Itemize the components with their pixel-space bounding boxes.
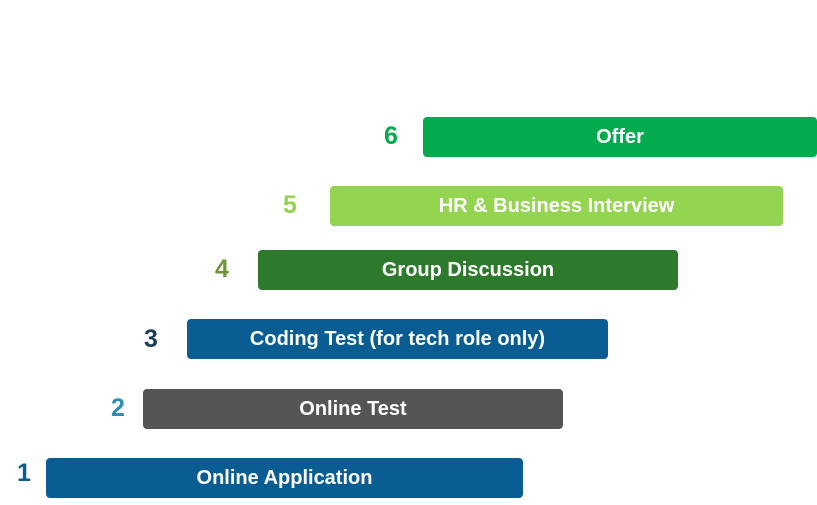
step-3-number: 3 <box>144 325 158 353</box>
step-2-number: 2 <box>111 394 125 422</box>
step-3-coding-test-bar: Coding Test (for tech role only) <box>187 319 608 359</box>
step-6-number: 6 <box>384 122 398 150</box>
step-1-number: 1 <box>17 459 31 487</box>
step-2-online-test-bar: Online Test <box>143 389 563 429</box>
step-4-number: 4 <box>215 255 229 283</box>
step-4-group-discussion-bar: Group Discussion <box>258 250 678 290</box>
step-1-online-application-bar: Online Application <box>46 458 523 498</box>
step-6-offer-bar: Offer <box>423 117 817 157</box>
step-5-hr-interview-bar: HR & Business Interview <box>330 186 783 226</box>
step-5-number: 5 <box>283 191 297 219</box>
